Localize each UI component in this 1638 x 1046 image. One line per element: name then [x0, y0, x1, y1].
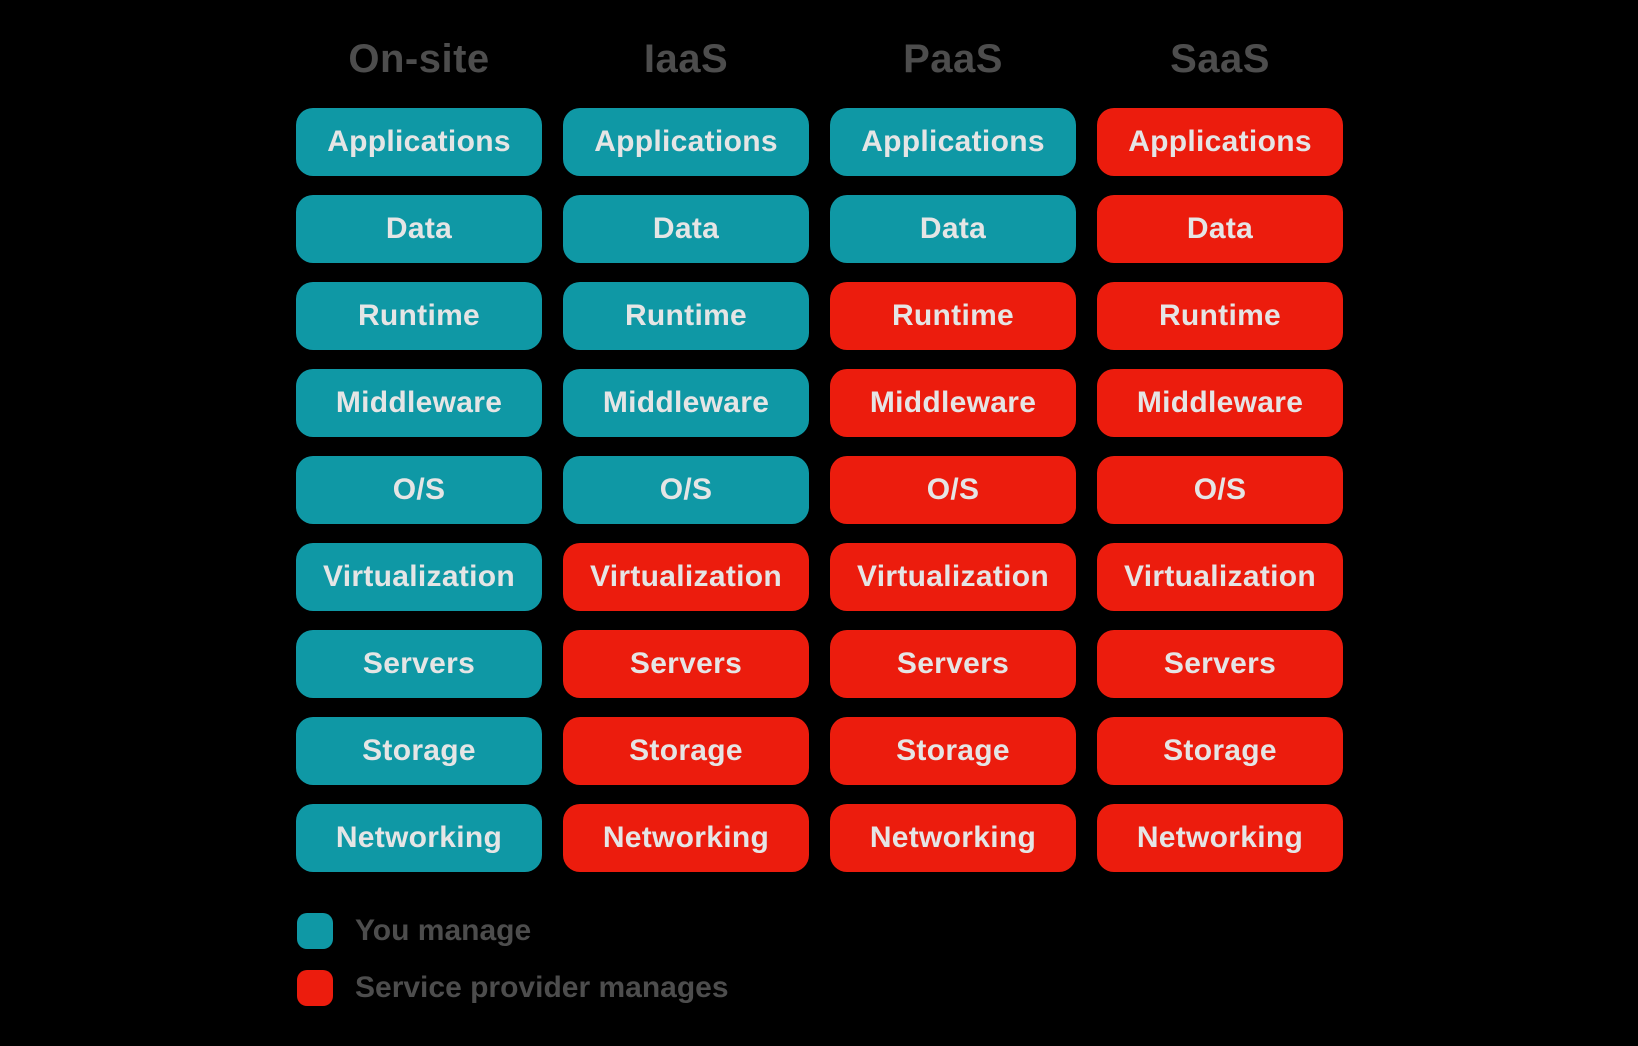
- cell-saas-servers: Servers: [1097, 630, 1343, 698]
- column-headers-row: On-site IaaS PaaS SaaS: [296, 35, 1343, 83]
- column-header-on-site: On-site: [348, 37, 490, 81]
- cell-iaas-storage: Storage: [563, 717, 809, 785]
- column-header-iaas: IaaS: [643, 37, 729, 81]
- cell-saas-middleware: Middleware: [1097, 369, 1343, 437]
- cell-iaas-o-s: O/S: [563, 456, 809, 524]
- provider-manages-label: Service provider manages: [355, 971, 729, 1004]
- cell-on-site-networking: Networking: [296, 804, 542, 872]
- cell-saas-runtime: Runtime: [1097, 282, 1343, 350]
- cell-paas-data: Data: [830, 195, 1076, 263]
- cell-on-site-servers: Servers: [296, 630, 542, 698]
- service-layers-grid: Applications Applications Applications Appl…: [296, 108, 1343, 872]
- cell-on-site-o-s: O/S: [296, 456, 542, 524]
- cell-saas-networking: Networking: [1097, 804, 1343, 872]
- cell-saas-data: Data: [1097, 195, 1343, 263]
- you-manage-label: You manage: [355, 914, 532, 947]
- column-header-paas: PaaS: [903, 37, 1003, 81]
- cell-paas-servers: Servers: [830, 630, 1076, 698]
- cell-saas-o-s: O/S: [1097, 456, 1343, 524]
- cell-iaas-runtime: Runtime: [563, 282, 809, 350]
- cell-iaas-middleware: Middleware: [563, 369, 809, 437]
- legend-item-provider-manages: Service provider manages: [297, 970, 729, 1006]
- cell-iaas-networking: Networking: [563, 804, 809, 872]
- cell-paas-storage: Storage: [830, 717, 1076, 785]
- cell-on-site-virtualization: Virtualization: [296, 543, 542, 611]
- cell-on-site-data: Data: [296, 195, 542, 263]
- cell-paas-networking: Networking: [830, 804, 1076, 872]
- cell-on-site-middleware: Middleware: [296, 369, 542, 437]
- cell-on-site-storage: Storage: [296, 717, 542, 785]
- legend-item-you-manage: You manage: [297, 913, 729, 949]
- cell-paas-o-s: O/S: [830, 456, 1076, 524]
- cell-saas-applications: Applications: [1097, 108, 1343, 176]
- cell-saas-virtualization: Virtualization: [1097, 543, 1343, 611]
- cell-saas-storage: Storage: [1097, 717, 1343, 785]
- cell-iaas-data: Data: [563, 195, 809, 263]
- cell-on-site-applications: Applications: [296, 108, 542, 176]
- column-header-saas: SaaS: [1170, 37, 1270, 81]
- legend: You manage Service provider manages: [297, 913, 729, 1006]
- cell-on-site-runtime: Runtime: [296, 282, 542, 350]
- cell-paas-applications: Applications: [830, 108, 1076, 176]
- you-manage-color-swatch: [297, 913, 333, 949]
- cell-iaas-applications: Applications: [563, 108, 809, 176]
- provider-manages-color-swatch: [297, 970, 333, 1006]
- cell-iaas-virtualization: Virtualization: [563, 543, 809, 611]
- cell-iaas-servers: Servers: [563, 630, 809, 698]
- cell-paas-runtime: Runtime: [830, 282, 1076, 350]
- cell-paas-middleware: Middleware: [830, 369, 1076, 437]
- cell-paas-virtualization: Virtualization: [830, 543, 1076, 611]
